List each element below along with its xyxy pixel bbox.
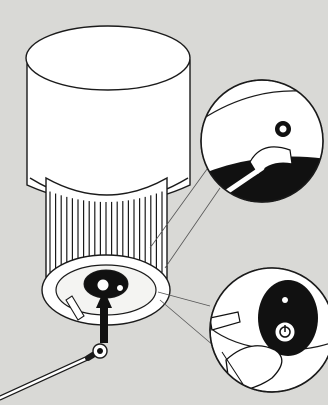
usb-cable-icon — [0, 344, 107, 398]
callout-bottom — [195, 250, 328, 398]
power-icon — [276, 323, 294, 341]
port-hole — [98, 280, 108, 290]
callout-top — [201, 80, 328, 210]
upper-cylinder-top — [26, 26, 190, 90]
indicator-dot — [117, 285, 124, 292]
